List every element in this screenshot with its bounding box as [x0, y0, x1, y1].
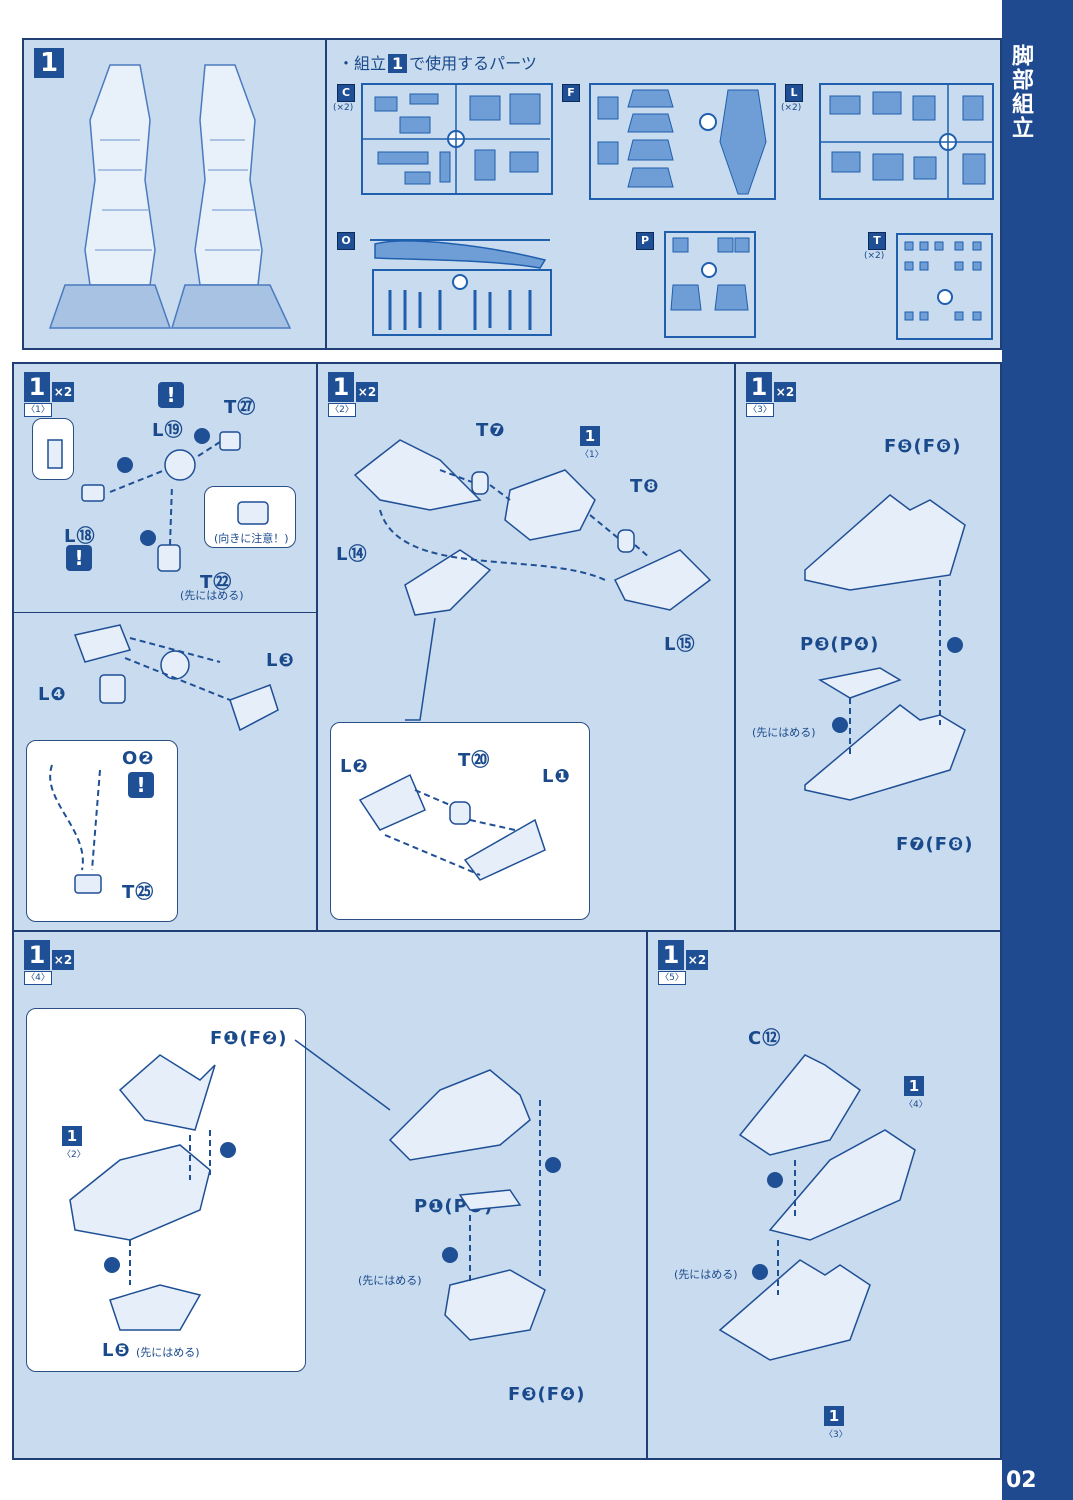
note-first-4a: (先にはめる)	[136, 1346, 200, 1359]
label-f5: F❺(F❻)	[884, 436, 962, 457]
label-t7: T❼	[476, 420, 506, 441]
label-l1: L❶	[542, 766, 571, 787]
label-p3: P❸(P❹)	[800, 634, 880, 655]
runner-p-graphic	[664, 231, 756, 338]
warning-icon-o2: !	[128, 772, 154, 798]
label-l18: L⑱	[64, 526, 96, 547]
runner-tag-p: P	[636, 232, 654, 250]
runner-l-graphic	[819, 83, 994, 200]
runner-tag-o: O	[337, 232, 355, 250]
runner-t-graphic	[896, 233, 993, 340]
label-t8: T❽	[630, 476, 660, 497]
warning-icon-l19: !	[158, 382, 184, 408]
substep-2-diagram	[353, 439, 712, 881]
ref-step-1-1-sub: 〈1〉	[580, 450, 604, 460]
label-f7: F❼(F❽)	[896, 834, 974, 855]
runner-tag-f: F	[562, 84, 580, 102]
substep-5-diagram	[718, 1054, 916, 1361]
ref-step-1-2: 1	[62, 1126, 82, 1146]
runner-f-graphic	[589, 83, 776, 200]
label-t20: T⑳	[458, 750, 491, 771]
label-t22: T㉒	[200, 572, 233, 593]
substep-3-diagram	[804, 494, 966, 801]
runner-tag-l: L	[785, 84, 803, 102]
leg-illustration	[48, 64, 292, 329]
parts-heading-step: 1	[388, 54, 408, 73]
substep-4-diagram	[69, 1039, 561, 1341]
note-direction: (向きに注意！)	[214, 532, 289, 545]
runner-tag-t: T	[868, 232, 886, 250]
section-title-en: LEG UNIT ASSEMBLE	[1018, 1075, 1073, 1321]
page-number: 02	[1006, 1468, 1037, 1493]
step-number: 1	[34, 48, 64, 78]
warning-icon-l18: !	[66, 545, 92, 571]
runner-tag-c: C	[337, 84, 355, 102]
label-f1: F❶(F❷)	[210, 1028, 288, 1049]
label-l5: L❺	[102, 1340, 131, 1361]
ref-step-1-3: 1	[824, 1406, 844, 1426]
label-l3: L❸	[266, 650, 295, 671]
substep-1-separator	[14, 612, 316, 613]
note-first-1: (先にはめる)	[180, 589, 244, 602]
label-o2: O❷	[122, 748, 155, 769]
note-first-4b: (先にはめる)	[358, 1274, 422, 1287]
label-l19: L⑲	[152, 420, 184, 441]
ref-step-1-4: 1	[904, 1076, 924, 1096]
label-f3: F❸(F❹)	[508, 1384, 586, 1405]
label-l2: L❷	[340, 756, 369, 777]
label-t27: T㉗	[224, 397, 257, 418]
note-first-5: (先にはめる)	[674, 1268, 738, 1281]
sidebar	[1002, 0, 1073, 1500]
note-first-3: (先にはめる)	[752, 726, 816, 739]
ref-step-1-4-sub: 〈4〉	[904, 1100, 928, 1110]
runner-c-graphic	[361, 83, 553, 195]
runner-qty-t: (×2)	[864, 251, 885, 261]
runner-o-graphic	[370, 239, 552, 336]
ref-step-1-3-sub: 〈3〉	[824, 1430, 848, 1440]
label-l4: L❹	[38, 684, 67, 705]
label-l14: L⑭	[336, 544, 368, 565]
label-t25: T㉕	[122, 882, 155, 903]
substep-1-diagram	[47, 428, 279, 894]
step1-divider	[325, 38, 327, 350]
ref-step-1-1: 1	[580, 426, 600, 446]
runner-qty-c: (×2)	[333, 103, 354, 113]
label-l15: L⑮	[664, 634, 696, 655]
section-title-jp: 脚部組立	[1008, 44, 1033, 140]
label-c12: C⑫	[748, 1028, 782, 1049]
ref-step-1-2-sub: 〈2〉	[62, 1150, 86, 1160]
runner-qty-l: (×2)	[781, 103, 802, 113]
